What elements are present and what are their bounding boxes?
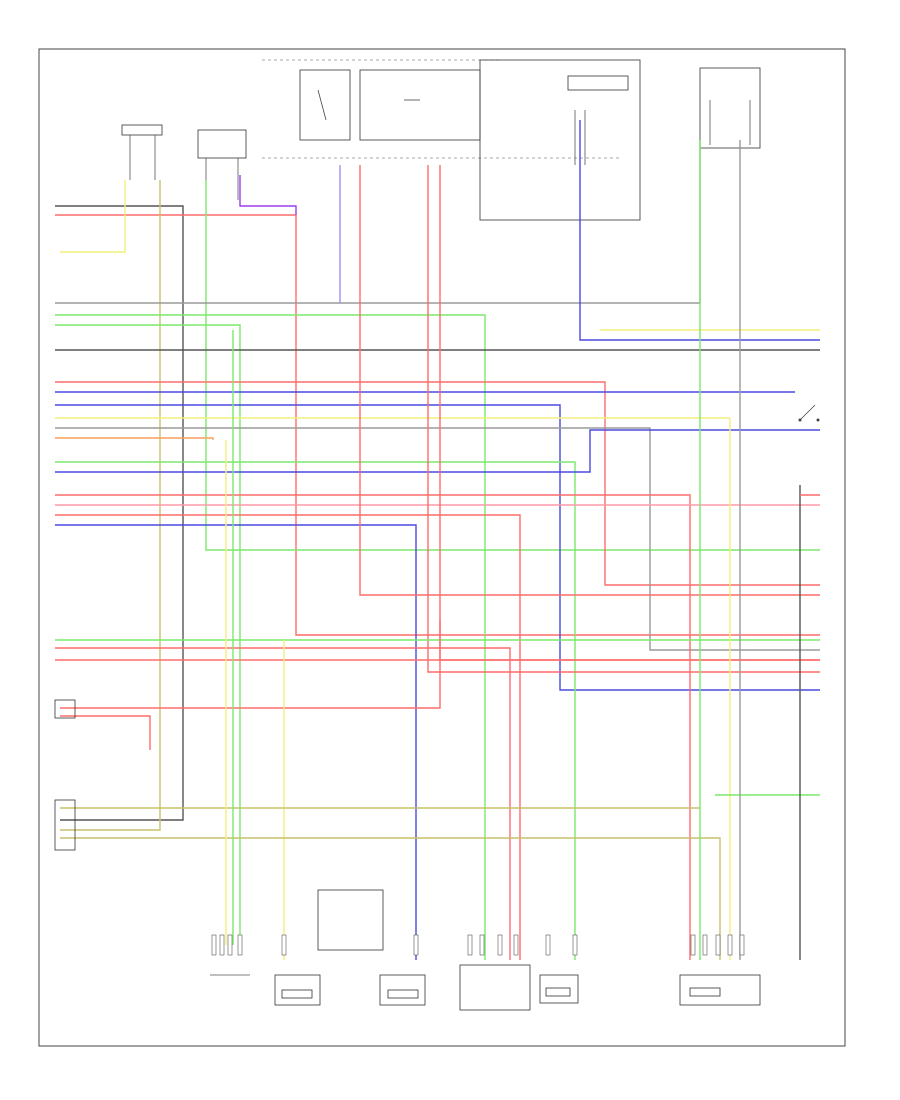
wire-blue-23 xyxy=(55,524,417,960)
fuse-box-right xyxy=(479,59,641,221)
connector-stub-7 xyxy=(479,934,485,956)
connector-stub-12 xyxy=(690,934,696,956)
wire-olive-34 xyxy=(60,837,721,960)
side-switch-right xyxy=(798,404,820,422)
module-top xyxy=(197,129,247,200)
connector-stub-8 xyxy=(497,934,503,956)
wire-red-20 xyxy=(55,494,691,960)
relay-top-right xyxy=(699,67,761,149)
wire-red-1 xyxy=(55,214,820,636)
wire-red-25 xyxy=(427,165,820,673)
connector-stub-4 xyxy=(281,934,287,956)
wire-red-30 xyxy=(60,620,441,709)
wire-red-24 xyxy=(359,165,820,596)
bottom-sensor-6 xyxy=(679,974,761,1006)
connector-stub-16 xyxy=(739,934,745,956)
wire-green-18 xyxy=(55,461,576,960)
connector-stub-3 xyxy=(237,934,243,956)
wire-dark-0 xyxy=(55,205,184,821)
connector-stub-10 xyxy=(545,934,551,956)
wire-blue-19 xyxy=(55,429,820,473)
connector-stub-13 xyxy=(702,934,708,956)
bottom-sensor-5 xyxy=(539,974,579,1004)
connector-stub-5 xyxy=(413,934,419,956)
connector-stub-2 xyxy=(227,934,233,956)
wire-red-12 xyxy=(55,381,820,586)
wire-gray-6 xyxy=(55,140,701,304)
bottom-sensor-2 xyxy=(274,974,321,1006)
wire-yellow-3 xyxy=(60,180,126,253)
relay-top xyxy=(299,69,481,141)
wire-orange-17 xyxy=(55,437,214,440)
wire-violet-2 xyxy=(239,175,297,215)
wire-red-31 xyxy=(60,715,151,750)
wire-gray-16 xyxy=(55,427,820,651)
connector-stub-11 xyxy=(572,934,578,956)
connector-stub-9 xyxy=(513,934,519,956)
diagram-frame xyxy=(38,48,846,1047)
connector-stub-14 xyxy=(715,934,721,956)
bottom-sensor-4 xyxy=(459,964,531,1011)
sensor-top-left xyxy=(121,124,163,180)
wire-green-7 xyxy=(55,314,486,960)
wire-red-22 xyxy=(55,514,521,960)
connector-stubs xyxy=(211,934,745,956)
connector-stub-6 xyxy=(467,934,473,956)
wire-red-26 xyxy=(439,165,820,661)
connector-stub-1 xyxy=(219,934,225,956)
left-ecm-connectors xyxy=(54,699,76,851)
connector-stub-0 xyxy=(211,934,217,956)
wire-olive-5 xyxy=(60,180,161,831)
connector-stub-15 xyxy=(727,934,733,956)
wire-group xyxy=(55,120,820,960)
bottom-sensor-3 xyxy=(317,889,426,1006)
wire-red-28 xyxy=(55,647,511,960)
wire-blue-14 xyxy=(55,404,820,691)
wire-green-8 xyxy=(55,324,241,945)
